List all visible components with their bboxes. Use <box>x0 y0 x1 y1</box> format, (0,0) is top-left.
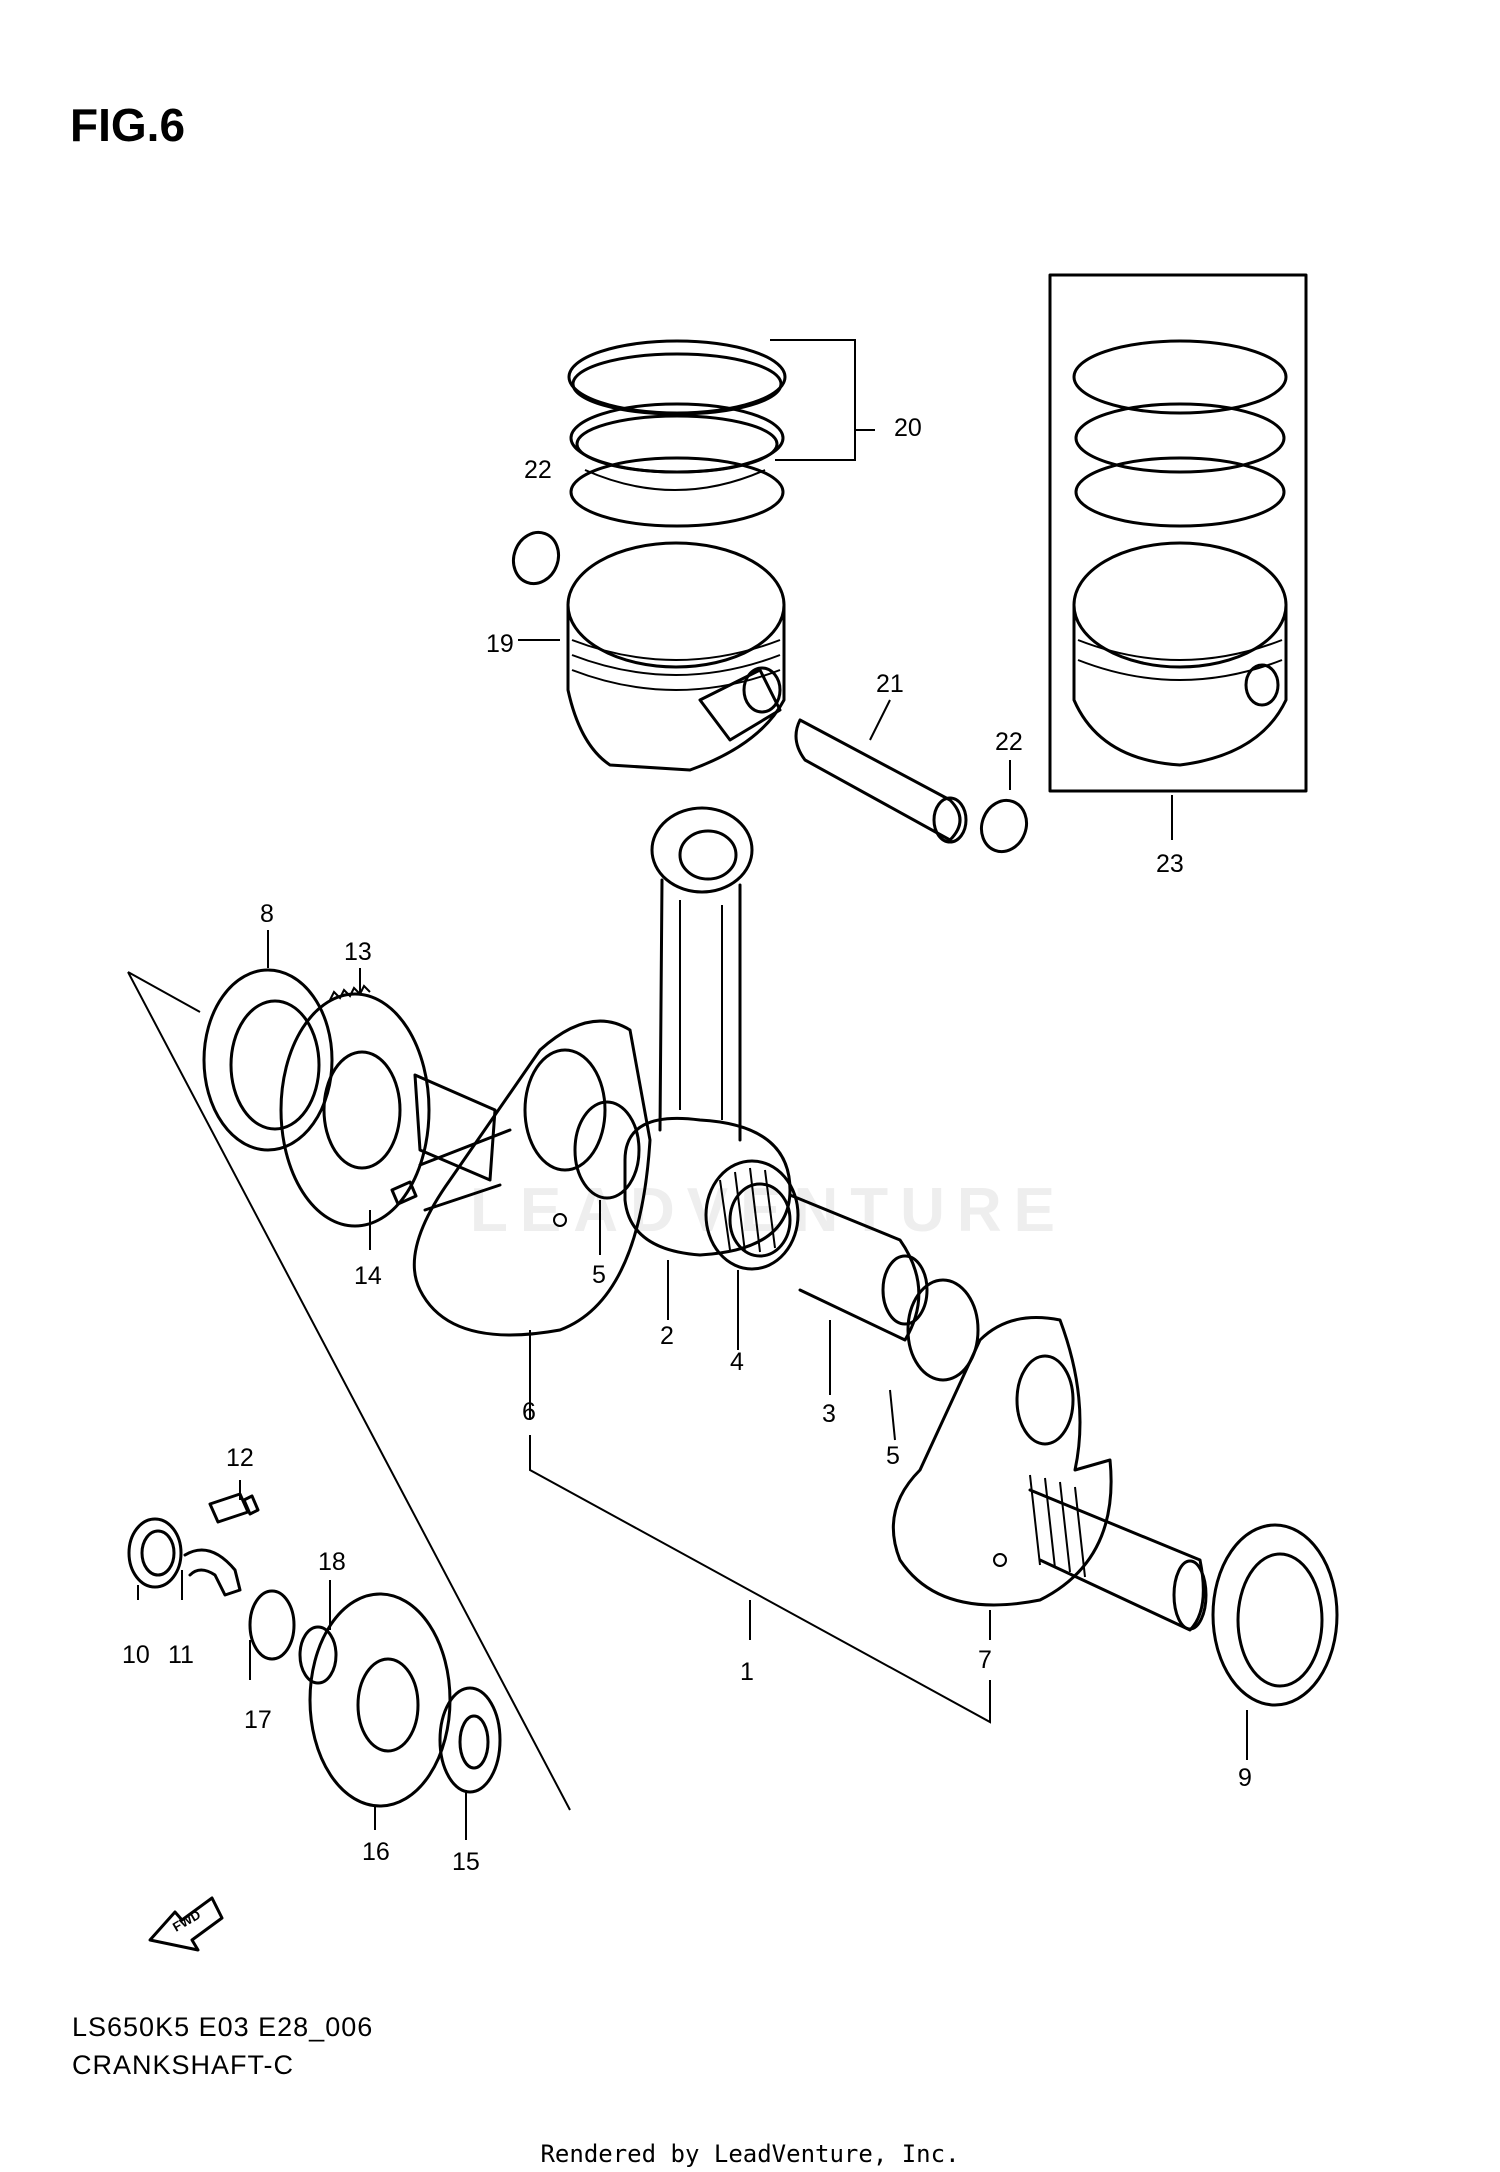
callout-20: 20 <box>894 414 922 442</box>
piston-rings[interactable] <box>567 339 787 528</box>
figure-caption: CRANKSHAFT-C <box>72 2050 295 2080</box>
circlip-right[interactable] <box>974 794 1033 858</box>
callout-23: 23 <box>1156 850 1184 878</box>
callout-7: 7 <box>978 1646 992 1674</box>
callout-2: 2 <box>660 1322 674 1350</box>
callout-19: 19 <box>486 630 514 658</box>
model-code: LS650K5 E03 E28_006 <box>72 2012 374 2042</box>
key[interactable] <box>390 1180 418 1206</box>
fig-title: FIG.6 <box>70 99 186 151</box>
leader-lines <box>137 339 1248 1840</box>
circlip-left[interactable] <box>506 526 565 590</box>
bolt[interactable] <box>208 1492 260 1524</box>
gear-13[interactable] <box>279 984 431 1228</box>
crank-web-right[interactable] <box>891 1316 1113 1607</box>
piston-pin[interactable] <box>794 718 968 844</box>
callout-15: 15 <box>452 1848 480 1876</box>
callout-16: 16 <box>362 1838 390 1866</box>
callout-5-left: 5 <box>592 1261 606 1289</box>
callout-14: 14 <box>354 1262 382 1290</box>
crankshaft-left-journal[interactable] <box>413 1073 497 1182</box>
thrust-washer-left[interactable] <box>573 1100 641 1200</box>
oil-seal[interactable] <box>127 1517 183 1589</box>
footer-credit: Rendered by LeadVenture, Inc. <box>540 2140 960 2168</box>
retainer[interactable] <box>183 1548 242 1597</box>
callout-1: 1 <box>740 1658 754 1686</box>
callout-21: 21 <box>876 670 904 698</box>
callout-4: 4 <box>730 1348 744 1376</box>
callout-10: 10 <box>122 1641 150 1669</box>
callout-6: 6 <box>522 1398 536 1426</box>
callout-13: 13 <box>344 938 372 966</box>
thrust-washer-right[interactable] <box>906 1278 980 1382</box>
needle-bearing[interactable] <box>704 1159 800 1271</box>
callout-18: 18 <box>318 1548 346 1576</box>
crank-pin[interactable] <box>788 1193 929 1342</box>
fwd-arrow-icon: FWD <box>148 1896 224 1952</box>
piston[interactable] <box>566 541 786 772</box>
connecting-rod[interactable] <box>623 806 792 1257</box>
bearing-left[interactable] <box>202 968 334 1152</box>
callout-11: 11 <box>168 1641 194 1669</box>
callout-12: 12 <box>226 1444 254 1472</box>
piston-set-box[interactable] <box>1048 273 1308 793</box>
gear-15[interactable] <box>438 1686 502 1794</box>
spacer[interactable] <box>248 1589 296 1661</box>
group-line-diagonal <box>127 971 571 1811</box>
washer-18[interactable] <box>298 1625 338 1685</box>
assembly-bracket <box>529 1435 991 1724</box>
watermark-text: LEADVENTURE <box>470 1176 1068 1245</box>
callout-3: 3 <box>822 1400 836 1428</box>
crankshaft-right-journal[interactable] <box>1028 1474 1208 1632</box>
callout-5-right: 5 <box>886 1442 900 1470</box>
callout-22-right: 22 <box>995 728 1023 756</box>
callout-17: 17 <box>244 1706 272 1734</box>
callout-9: 9 <box>1238 1764 1252 1792</box>
bearing-right[interactable] <box>1211 1523 1339 1707</box>
callout-8: 8 <box>260 900 274 928</box>
crank-web-left[interactable] <box>412 1019 652 1337</box>
callout-22-left: 22 <box>524 456 552 484</box>
